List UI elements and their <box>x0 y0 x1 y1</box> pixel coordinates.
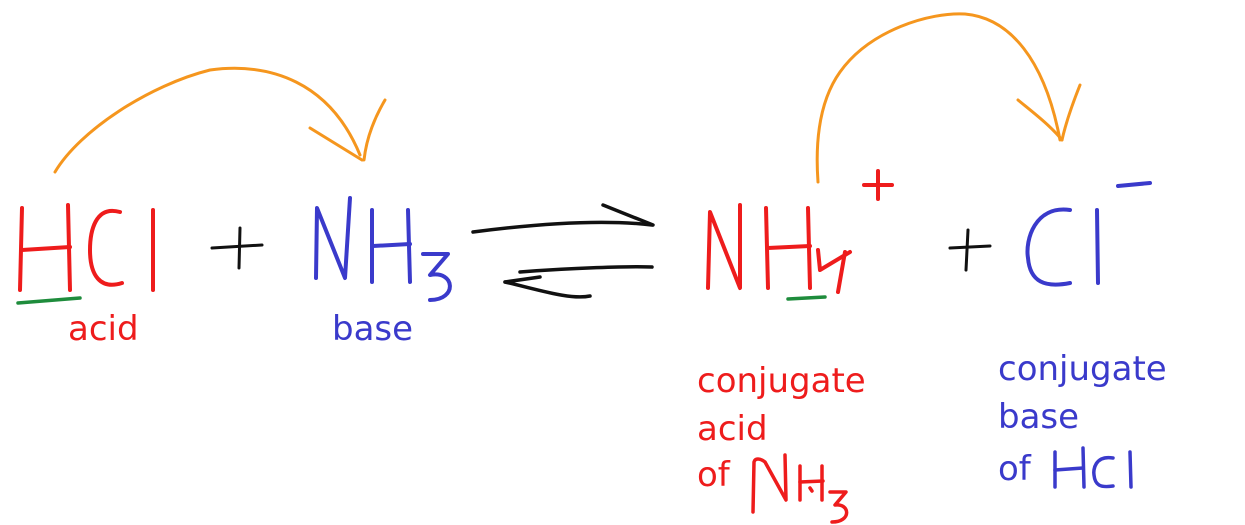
product-nh4-plus <box>706 169 894 294</box>
plus-1-text: + <box>230 248 231 251</box>
conjugate-base-line3: of <box>998 449 1032 489</box>
proton-transfer-arrow-right <box>815 12 1082 184</box>
chemical-equation <box>16 169 1152 305</box>
equilibrium-text: ⇌ <box>550 249 551 251</box>
plus-sign-1 <box>210 226 264 270</box>
label-conjugate-acid: conjugate acid of NH3 <box>697 361 866 524</box>
handwritten-nh3 <box>751 453 849 524</box>
conjugate-acid-species-nh3: NH3 <box>738 485 741 487</box>
conjugate-acid-line3: of <box>697 455 731 495</box>
conjugate-base-species-hcl: HCl <box>1040 479 1042 481</box>
acid-proton-marker <box>16 296 82 305</box>
species-nh3-text: NH3 <box>320 249 323 251</box>
label-base: base <box>332 309 413 349</box>
equation-text: HCl + NH3 ⇌ NH4+ + Cl- <box>20 248 1032 251</box>
label-conjugate-base: conjugate base of HCl <box>998 349 1167 489</box>
plus-sign-2 <box>948 228 992 272</box>
label-acid: acid <box>68 309 139 349</box>
reactant-nh3 <box>314 196 452 302</box>
species-cl-text: Cl- <box>1030 249 1032 251</box>
handwritten-hcl <box>1053 446 1133 489</box>
proton-transfer-arrow-left <box>53 66 387 174</box>
conjugate-base-line2: base <box>998 397 1079 437</box>
reactant-hcl <box>18 203 155 292</box>
product-cl-minus <box>1025 181 1152 287</box>
conjugate-acid-line1: conjugate <box>697 361 866 401</box>
conjugate-acid-proton-marker <box>786 295 827 301</box>
equilibrium-arrows <box>471 203 655 299</box>
conjugate-acid-line2: acid <box>697 409 768 449</box>
conjugate-base-line1: conjugate <box>998 349 1167 389</box>
